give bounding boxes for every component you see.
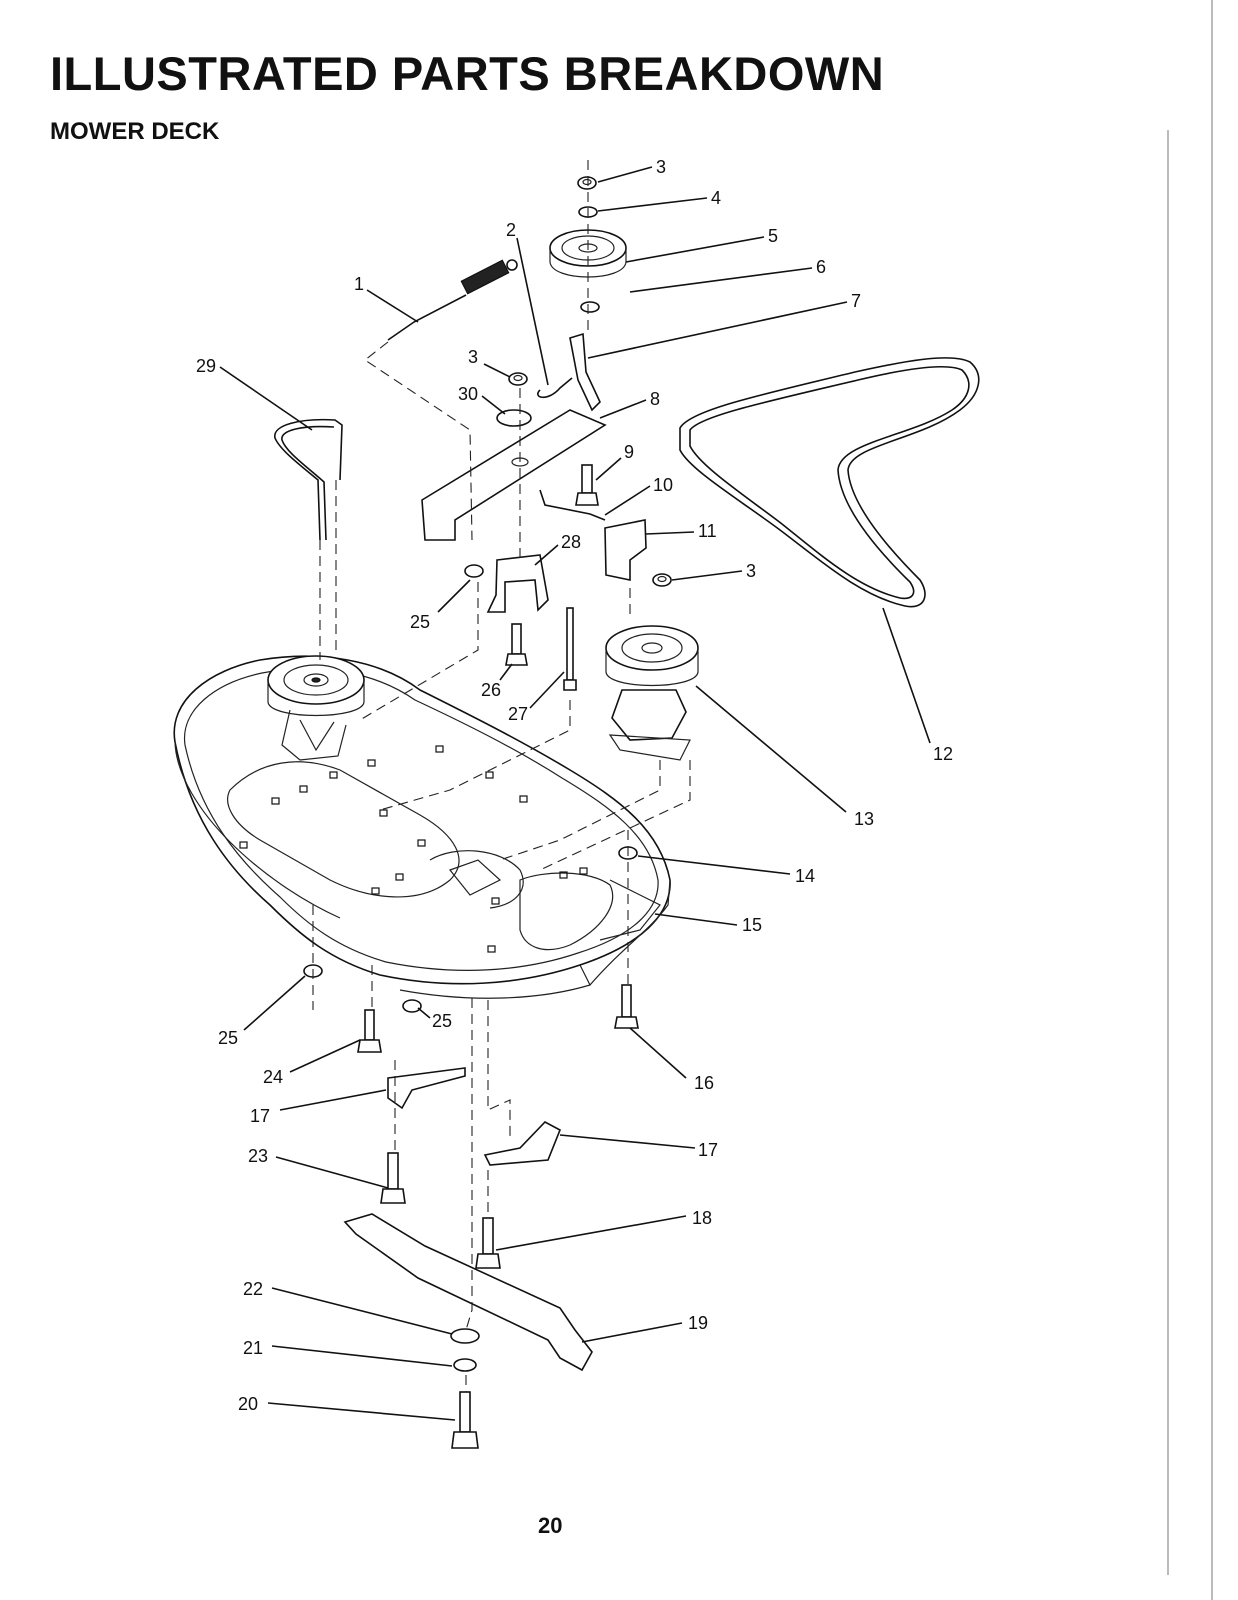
part-7-washer [580,301,600,313]
callout-label: 15 [742,915,762,935]
callout-label: 3 [468,347,478,367]
callout-label: 3 [656,157,666,177]
callout-label: 23 [248,1146,268,1166]
callout-label: 19 [688,1313,708,1333]
part-17-blade-adapter [387,1067,466,1110]
callout-label: 16 [694,1073,714,1093]
callout-label: 7 [851,291,861,311]
part-27-stud [563,607,577,691]
callout-label: 17 [250,1106,270,1126]
leader-lines [219,166,931,1421]
part-20-bolt [451,1391,479,1449]
callout-label: 28 [561,532,581,552]
part-3-nut [652,573,672,587]
callout-label: 29 [196,356,216,376]
part-16-bolt [614,984,639,1029]
part-24-bolt [357,1009,382,1053]
part-8-idler-arm [421,332,607,541]
callout-label: 18 [692,1208,712,1228]
callout-label: 4 [711,188,721,208]
part-29-guide-rod [274,418,343,541]
callout-label: 26 [481,680,501,700]
callout-label: 22 [243,1279,263,1299]
part-26-bolt [505,623,528,666]
part-12-belt [679,357,980,608]
callout-label: 11 [698,521,717,541]
part-25-nut [402,999,422,1013]
part-3-nut [577,176,597,190]
part-5-idler-pulley [549,229,627,278]
part-3-nut [508,372,528,386]
part-13-spindle-assembly [605,625,699,761]
callout-label: 2 [506,220,516,240]
callout-label: 25 [218,1028,238,1048]
part-9-bolt [575,464,599,506]
callout-label: 14 [795,866,815,886]
callout-label: 6 [816,257,826,277]
part-1-spring-rod [387,259,518,341]
part-11-belt-guard [604,519,647,581]
callout-label: 13 [854,809,874,829]
part-22-washer [450,1328,480,1344]
callout-label: 3 [746,561,756,581]
page-number: 20 [538,1513,563,1538]
part-2-pin [537,377,573,399]
callout-label: 27 [508,704,528,724]
mower-deck-housing [173,655,671,999]
page-title: ILLUSTRATED PARTS BREAKDOWN [50,47,885,100]
callout-labels: 1 2 3 4 5 6 7 3 30 8 9 10 11 3 28 25 26 … [196,157,953,1414]
part-18-bolt [475,1217,501,1269]
part-30-washer [496,409,532,427]
callout-label: 17 [698,1140,718,1160]
part-15-deck-plate [599,879,661,941]
callout-label: 25 [410,612,430,632]
part-23-bolt [380,1152,406,1204]
callout-label: 20 [238,1394,258,1414]
part-10-rod [539,489,606,521]
part-17-blade-adapter [483,1121,562,1166]
callout-label: 30 [458,384,478,404]
callout-label: 12 [933,744,953,764]
callout-label: 21 [243,1338,263,1358]
callout-label: 24 [263,1067,283,1087]
callout-label: 25 [432,1011,452,1031]
part-25-nut [464,564,484,578]
section-subtitle: MOWER DECK [50,118,220,145]
part-28-bracket [486,554,549,613]
alignment-lines [312,160,691,1392]
part-21-washer [453,1358,477,1372]
left-spindle-pulley [267,655,365,761]
callout-label: 8 [650,389,660,409]
callout-label: 9 [624,442,634,462]
callout-label: 5 [768,226,778,246]
callout-label: 1 [354,274,364,294]
callout-label: 10 [653,475,673,495]
part-19-blade [343,1213,593,1372]
